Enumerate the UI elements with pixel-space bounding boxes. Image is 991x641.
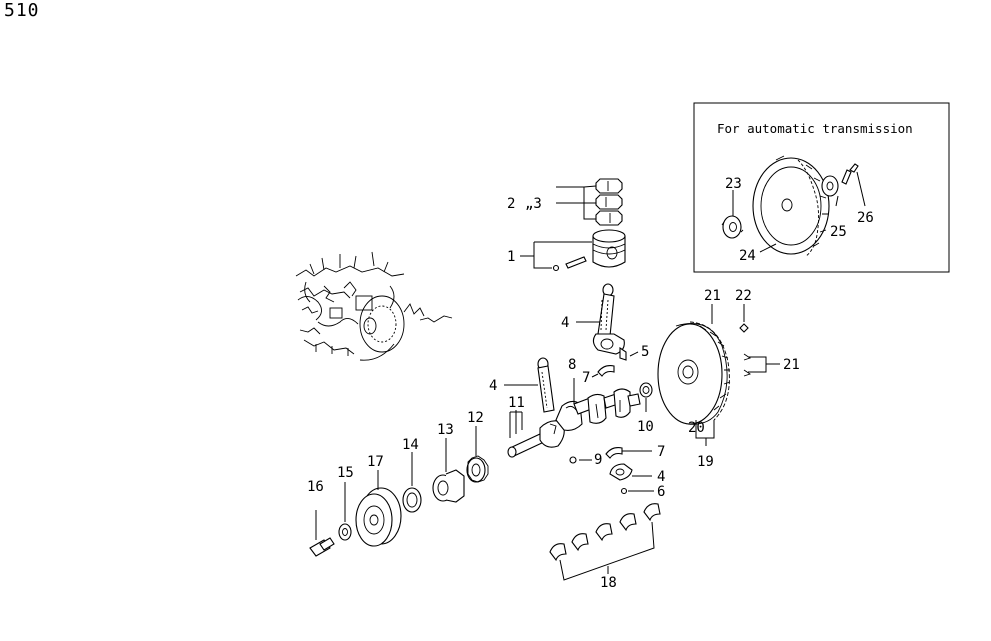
crank-pulley-bolt-illustration [309,510,335,557]
callout-26: 26 [857,210,874,226]
oil-seal-illustration [402,452,422,513]
page-code: 510 [4,0,40,21]
callout-3: „3 [525,196,542,212]
callout-15: 15 [337,465,354,481]
timing-gear-illustration [432,438,465,503]
callout-18: 18 [600,575,617,591]
callout-7a: 7 [582,370,590,386]
crankshaft-illustration [507,378,641,458]
callout-1: 1 [507,249,515,265]
inset-title: For automatic transmission [717,121,913,136]
piston-illustration [520,229,626,272]
callout-22: 22 [735,288,752,304]
callout-20: 20 [688,420,705,436]
callout-17: 17 [367,454,384,470]
callout-12: 12 [467,410,484,426]
callout-21b: 21 [783,357,800,373]
callout-11: 11 [508,395,525,411]
connecting-rod-lower-illustration [504,357,555,413]
callout-16: 16 [307,479,324,495]
drive-plate-illustration [752,155,830,257]
crank-pulley-washer-illustration [338,482,352,541]
crankshaft-pulley-illustration [355,470,402,547]
callout-4c: 4 [657,469,665,485]
connecting-rod-upper-illustration [576,283,639,361]
thrust-washer-illustration [569,456,577,464]
callout-7b: 7 [657,444,665,460]
callout-6: 6 [657,484,665,500]
callout-4b: 4 [489,378,497,394]
crankshaft-key-illustration [509,410,523,438]
pilot-bearing-illustration [639,382,653,398]
piston-pin-illustration [565,256,587,269]
callout-8: 8 [568,357,576,373]
drive-plate-spacer-illustration [821,175,839,197]
automatic-transmission-inset: For automatic transmission 23 24 [693,102,950,273]
callout-5: 5 [641,344,649,360]
crankshaft-sprocket-illustration [466,426,489,483]
drive-plate-bolt-illustration [841,169,852,185]
callout-23: 23 [725,176,742,192]
rod-bearing-upper-illustration [597,365,615,377]
flywheel-illustration [657,321,731,446]
callout-9: 9 [594,452,602,468]
callout-13: 13 [437,422,454,438]
callout-25: 25 [830,224,847,240]
spacer-illustration [721,215,744,239]
callout-24: 24 [739,248,756,264]
callout-4a: 4 [561,315,569,331]
callout-19: 19 [697,454,714,470]
callout-21a: 21 [704,288,721,304]
flywheel-bolt-illustration [711,304,780,377]
callout-10: 10 [637,419,654,435]
piston-rings-illustration [556,178,623,226]
main-bearings-illustration [549,503,661,581]
callout-14: 14 [402,437,419,453]
callout-2: 2 [507,196,515,212]
engine-locator-sketch [295,251,453,361]
rod-bearing-lower-illustration [605,447,633,495]
